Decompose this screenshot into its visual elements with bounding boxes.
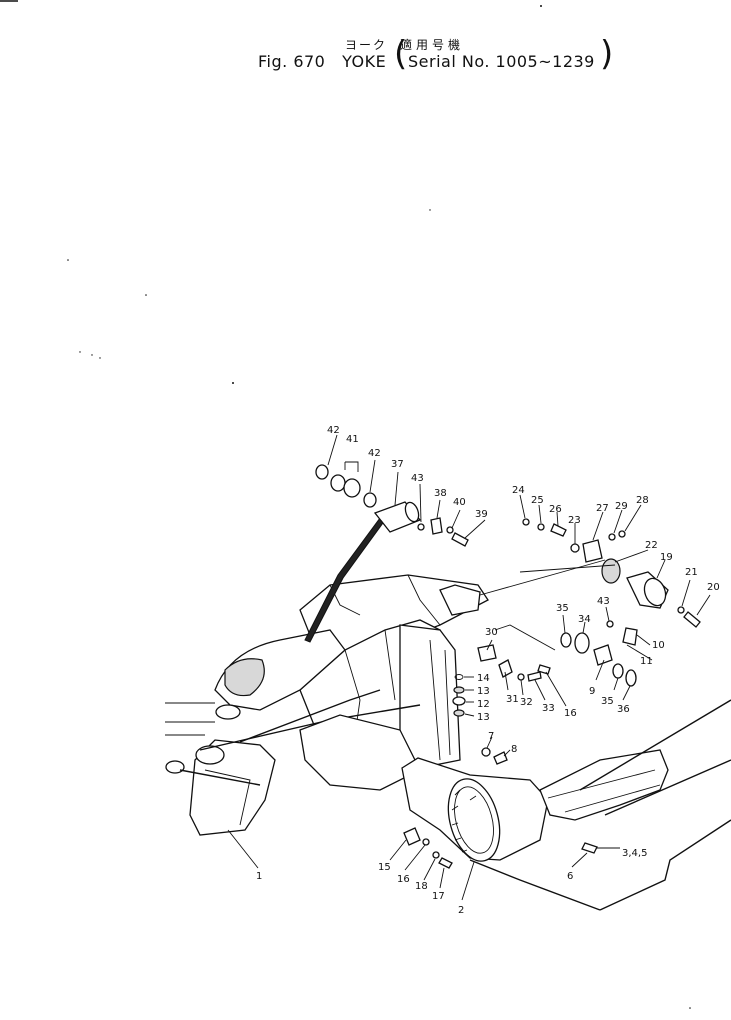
leader-lines (227, 434, 711, 901)
callout: 13 (477, 712, 490, 723)
callout: 16 (564, 708, 577, 719)
left-paren: ( (394, 34, 408, 74)
callout: 10 (652, 640, 665, 651)
callout: 27 (596, 503, 609, 514)
callout-labels: 42 41 42 37 43 38 40 39 24 25 26 23 27 2… (256, 425, 720, 916)
exploded-parts (315, 461, 701, 869)
callout: 28 (636, 495, 649, 506)
callout: 32 (520, 697, 533, 708)
callout: 12 (477, 699, 490, 710)
callout: 3,4,5 (622, 848, 647, 859)
callout: 16 (397, 874, 410, 885)
callout: 43 (411, 473, 424, 484)
callout: 15 (378, 862, 391, 873)
callout: 8 (511, 744, 517, 755)
callout: 40 (453, 497, 466, 508)
callout: 23 (568, 515, 581, 526)
callout: 42 (368, 448, 381, 459)
callout: 37 (391, 459, 404, 470)
fig-label: Fig. 670 (258, 52, 326, 71)
title-japanese: ヨーク (345, 38, 388, 52)
scan-specks (67, 5, 691, 1009)
callout: 42 (327, 425, 340, 436)
figure-title: Fig. 670 YOKE (258, 52, 386, 71)
right-paren: ) (600, 34, 614, 74)
callout: 30 (485, 627, 498, 638)
callout: 19 (660, 552, 673, 563)
callout: 6 (567, 871, 573, 882)
callout: 26 (549, 504, 562, 515)
callout: 11 (640, 656, 653, 667)
callout: 38 (434, 488, 447, 499)
callout: 35 (556, 603, 569, 614)
callout: 31 (506, 694, 519, 705)
callout: 22 (645, 540, 658, 551)
callout: 20 (707, 582, 720, 593)
callout: 14 (477, 673, 490, 684)
yoke-assembly-drawing (165, 513, 731, 911)
callout: 21 (685, 567, 698, 578)
callout: 13 (477, 686, 490, 697)
callout: 1 (256, 871, 262, 882)
callout: 34 (578, 614, 591, 625)
callout: 41 (346, 434, 359, 445)
callout: 17 (432, 891, 445, 902)
callout: 36 (617, 704, 630, 715)
callout: 24 (512, 485, 525, 496)
callout: 33 (542, 703, 555, 714)
callout: 43 (597, 596, 610, 607)
callout: 2 (458, 905, 464, 916)
serial-range: Serial No. 1005~1239 (408, 52, 595, 71)
title-japanese-applicable: 適用号機 (400, 38, 465, 52)
callout: 25 (531, 495, 544, 506)
callout: 18 (415, 881, 428, 892)
callout: 9 (589, 686, 595, 697)
part-name: YOKE (342, 52, 387, 71)
callout: 29 (615, 501, 628, 512)
callout: 39 (475, 509, 488, 520)
callout: 7 (488, 731, 494, 742)
callout: 35 (601, 696, 614, 707)
